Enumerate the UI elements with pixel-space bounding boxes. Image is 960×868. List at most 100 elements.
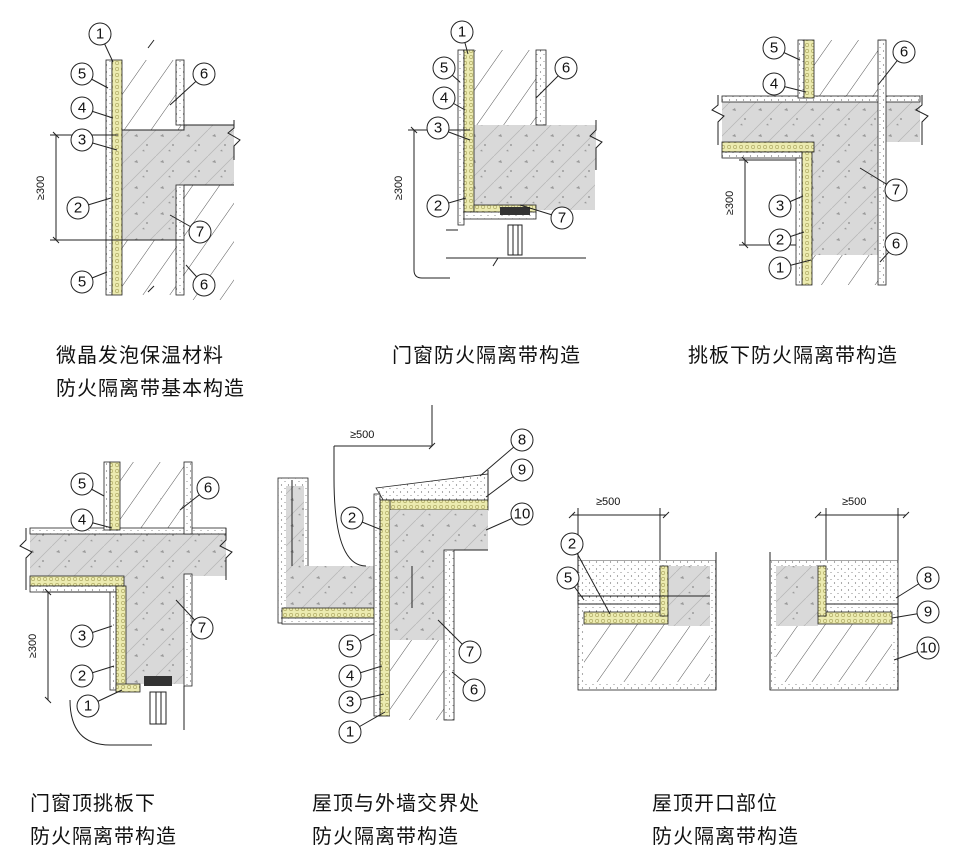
caption-d5-line2: 防火隔离带构造 [312,824,459,848]
callout-circle-2 [66,196,90,220]
callout-circle-6 [192,273,216,297]
wall-masonry [390,640,444,720]
slab-extension [546,125,596,170]
callout-number-9: 9 [518,462,526,479]
top-render [721,95,921,103]
callout-number-2: 2 [78,668,86,685]
callout-circle-3 [768,194,792,218]
upper-render [797,39,805,99]
return-insulation [115,683,141,693]
inner-plaster [877,39,887,286]
soffit-render [281,617,383,625]
callout-number-10: 10 [920,640,937,657]
caption-d4-line2: 防火隔离带构造 [30,824,177,848]
upper-insulation [803,39,815,99]
callout-number-6: 6 [200,277,208,294]
inner-plaster-top [175,59,185,126]
soffit-render [29,585,117,593]
callout-circle-7 [550,206,574,230]
wall-insulation [379,499,391,717]
callout-circle-5 [70,472,94,496]
roof-insulation [379,499,489,511]
callout-circle-4 [70,508,94,532]
callout-number-2: 2 [434,198,442,215]
left-cover [578,548,716,560]
caption-d5-line1: 屋顶与外墙交界处 [312,791,480,815]
caption-d4-line1: 门窗顶挑板下 [30,791,156,815]
callout-number-1: 1 [96,26,104,43]
beam [812,140,878,260]
callout-circle-3 [338,690,362,714]
insulation-strip [463,49,475,213]
callout-circle-2 [426,194,450,218]
dim-300: ≥300 [27,634,39,658]
render-layer [105,59,113,296]
callout-circle-8 [916,566,940,590]
callout-number-6: 6 [470,682,478,699]
callout-circle-6 [196,476,220,500]
callout-number-5: 5 [78,274,86,291]
callout-number-7: 7 [558,210,566,227]
caption-d6-line2: 防火隔离带构造 [652,824,799,848]
callout-circle-2 [560,532,584,556]
callout-number-2: 2 [568,536,576,553]
callout-circle-3 [70,624,94,648]
callout-number-6: 6 [900,44,908,61]
callout-number-1: 1 [346,724,354,741]
callout-number-7: 7 [196,224,204,241]
diagram-under-overhang: ≥300 [711,39,929,286]
callout-number-7: 7 [466,644,474,661]
caption-d6-line1: 屋顶开口部位 [652,791,778,815]
callout-circle-7 [190,616,214,640]
caption-d3-line1: 挑板下防火隔离带构造 [688,343,898,367]
callout-number-3: 3 [434,120,442,137]
callout-number-2: 2 [74,200,82,217]
right-slab [776,624,892,682]
callout-number-1: 1 [84,698,92,715]
callout-number-2: 2 [776,232,784,249]
callout-number-4: 4 [78,512,86,529]
callout-circle-5 [70,270,94,294]
diagram-window-head-overhang: ≥300 [19,461,233,746]
right-upstand [776,566,818,626]
window-frame [149,691,167,725]
callout-number-1: 1 [458,24,466,41]
wall-insulation [115,585,127,687]
callout-number-5: 5 [440,60,448,77]
callout-number-5: 5 [770,40,778,57]
callout-number-4: 4 [440,90,448,107]
inner-plaster [183,461,193,535]
callout-number-5: 5 [78,476,86,493]
callout-circle-4 [338,664,362,688]
wall-render [795,157,803,286]
callout-circle-1 [768,256,792,280]
callout-number-7: 7 [892,182,900,199]
overhang-slab [30,532,226,576]
left-insulation [583,611,669,625]
callout-circle-3 [426,116,450,140]
inner-plaster [535,49,547,126]
callout-number-6: 6 [200,66,208,83]
caption-d1-line1: 微晶发泡保温材料 [56,343,224,367]
wall-render [109,591,117,691]
callout-circle-2 [70,664,94,688]
callout-circle-1 [338,720,362,744]
callout-number-5: 5 [346,638,354,655]
diagram-window-door: ≥300 [393,49,603,279]
window-head [144,676,172,686]
callout-circle-9 [916,600,940,624]
callout-number-10: 10 [514,506,531,523]
upper-insulation [109,461,121,531]
diagram-roof-wall-junction: ≥500 [277,405,489,721]
callout-circle-6 [192,62,216,86]
callout-number-3: 3 [78,628,86,645]
right-upstand-insulation [817,565,827,617]
callout-number-9: 9 [924,604,932,621]
dim-500: ≥500 [350,429,374,441]
callout-circle-3 [70,128,94,152]
callout-circle-5 [556,566,580,590]
right-insulation [817,611,893,625]
callout-number-5: 5 [564,570,572,587]
caption-d2-line1: 门窗防火隔离带构造 [392,343,581,367]
